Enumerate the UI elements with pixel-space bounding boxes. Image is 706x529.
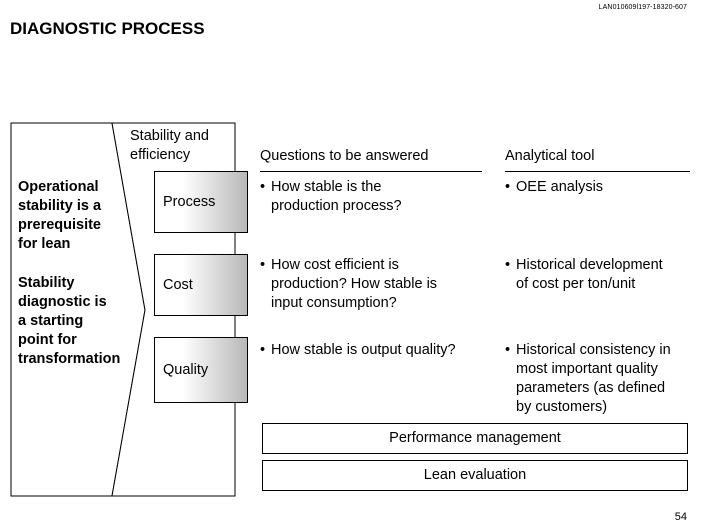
question-row-3: • How stable is output quality? — [260, 342, 456, 358]
questions-header-rule — [260, 171, 482, 172]
statement-2-line: Stability — [18, 275, 75, 291]
tool-row-3: • Historical consistency in most importa… — [505, 342, 671, 415]
question-line: How cost efficient is — [271, 257, 399, 273]
process-box: Process — [154, 171, 248, 233]
question-line: production process? — [271, 198, 402, 214]
statement-2-line: diagnostic is — [18, 294, 107, 310]
statement-2-line: point for — [18, 332, 77, 348]
question-row-2: • How cost efficient is production? How … — [260, 257, 438, 311]
stability-heading-line: Stability and — [130, 128, 209, 144]
question-line: How stable is output quality? — [271, 342, 456, 358]
tool-line: of cost per ton/unit — [516, 276, 636, 292]
quality-label: Quality — [163, 362, 209, 378]
lean-evaluation-bar: Lean evaluation — [262, 460, 688, 491]
process-label: Process — [163, 194, 216, 210]
tool-line: Historical consistency in — [516, 342, 671, 358]
performance-management-bar: Performance management — [262, 423, 688, 454]
page-number: 54 — [674, 511, 687, 523]
performance-management-label: Performance management — [389, 430, 561, 446]
cost-box: Cost — [154, 254, 248, 316]
cost-label: Cost — [163, 277, 193, 293]
tool-row-1: • OEE analysis — [505, 179, 604, 195]
tool-row-2: • Historical development of cost per ton… — [505, 257, 663, 292]
tools-column-header: Analytical tool — [505, 148, 595, 164]
statement-2-line: a starting — [18, 313, 84, 329]
page-title: DIAGNOSTIC PROCESS — [10, 19, 205, 38]
statement-1-line: prerequisite — [18, 217, 101, 233]
quality-box: Quality — [154, 337, 248, 403]
document-id: LAN010609l197-18320-607 — [598, 4, 687, 11]
questions-column-header: Questions to be answered — [260, 148, 429, 164]
statement-1-line: for lean — [18, 236, 71, 252]
statement-operational-stability: Operational stability is a prerequisite … — [18, 178, 101, 254]
stability-heading-line: efficiency — [130, 147, 191, 163]
question-line: production? How stable is — [271, 276, 438, 292]
statement-1-line: Operational — [18, 179, 99, 195]
tool-line: by customers) — [516, 399, 608, 415]
tool-line: Historical development — [516, 257, 663, 273]
statement-stability-diagnostic: Stability diagnostic is a starting point… — [18, 274, 120, 369]
tools-header-rule — [505, 171, 690, 172]
tool-line: most important quality — [516, 361, 658, 377]
tool-line: OEE analysis — [516, 179, 604, 195]
stability-heading: Stability and efficiency — [130, 127, 209, 165]
tool-line: parameters (as defined — [516, 380, 666, 396]
question-line: How stable is the — [271, 179, 382, 195]
lean-evaluation-label: Lean evaluation — [423, 467, 527, 483]
question-row-1: • How stable is the production process? — [260, 179, 402, 214]
statement-1-line: stability is a — [18, 198, 102, 214]
question-line: input consumption? — [271, 295, 397, 311]
statement-2-line: transformation — [18, 351, 121, 367]
